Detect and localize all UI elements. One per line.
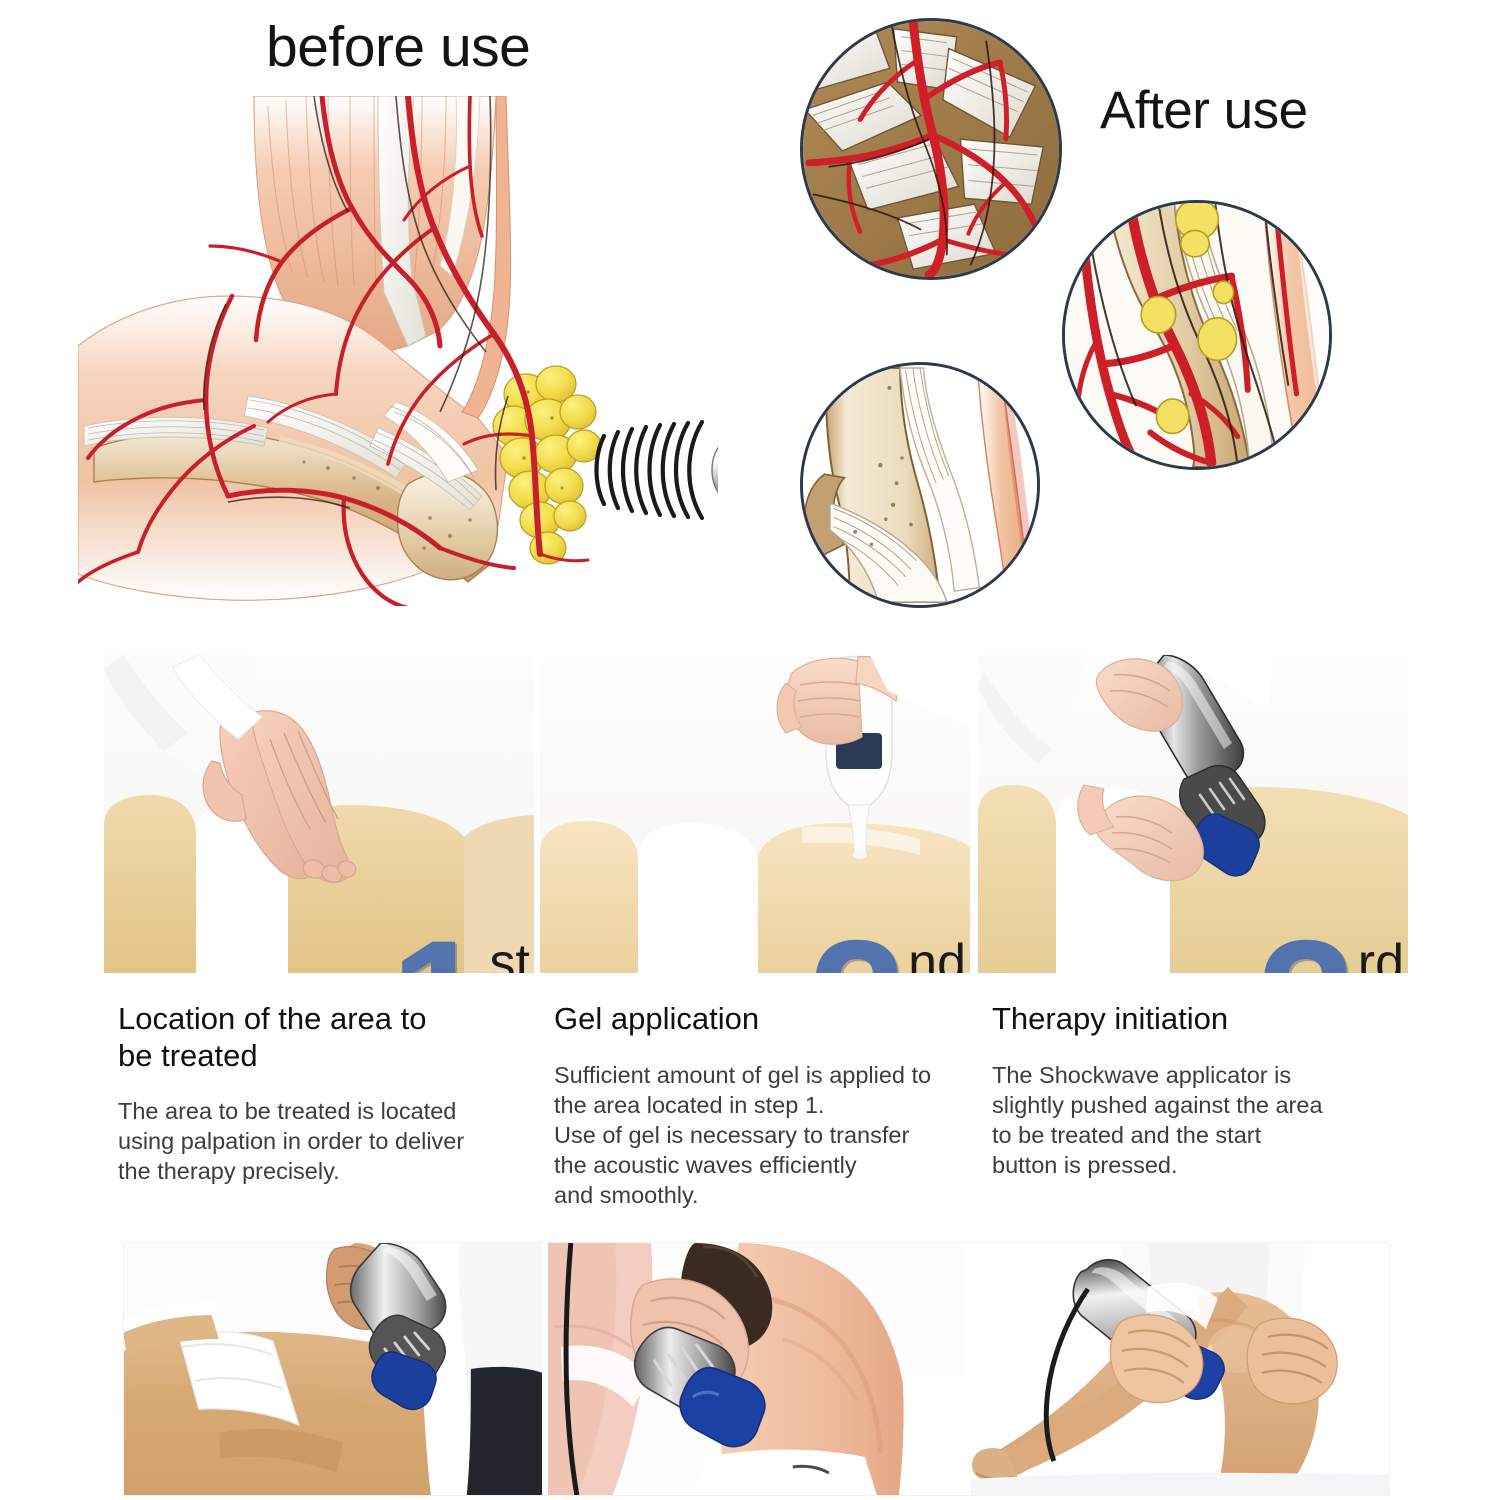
application-photo-knee: Shockwave applicator being used on a sea… bbox=[971, 1243, 1390, 1495]
step-2-title: Gel application bbox=[554, 1001, 760, 1036]
before-use-label: before use bbox=[266, 15, 531, 79]
after-use-label: After use bbox=[1100, 81, 1308, 140]
inset-vascular-tissue: Close-up of tendon fibers and red arteri… bbox=[800, 18, 1062, 280]
step-photo-gel: Hand squeezing a gel bottle over the pat… bbox=[540, 655, 970, 973]
shockwave-applicator-graphic bbox=[711, 446, 718, 494]
inset-deposits-remaining: Close-up showing vessels alongside bone … bbox=[1062, 200, 1332, 470]
step-2: Hand squeezing a gel bottle over the pat… bbox=[540, 655, 970, 1210]
application-photo-neck: Shockwave applicator being used on a pat… bbox=[547, 1243, 966, 1495]
application-examples-strip: Shockwave applicator being used on a pat… bbox=[124, 1243, 1390, 1495]
before-after-section: before use After use Cross-section illus… bbox=[0, 0, 1500, 650]
step-1-body: The area to be treated is located using … bbox=[118, 1098, 465, 1185]
step-1: Therapist's hands palpating a patient's … bbox=[104, 655, 534, 1186]
application-photo-lumbar: Shockwave applicator being used on a pat… bbox=[124, 1243, 542, 1495]
step-2-body: Sufficient amount of gel is applied to t… bbox=[554, 1061, 932, 1208]
inset-clear-bone: Close-up of clean bone and tendon with n… bbox=[800, 362, 1040, 608]
step-photo-therapy: Therapist pressing the shockwave applica… bbox=[978, 655, 1408, 973]
step-1-title: Location of the area to be treated bbox=[118, 1001, 427, 1073]
before-use-anatomy-illustration: Cross-section illustration of an elbow j… bbox=[78, 96, 718, 606]
step-photo-palpation: Therapist's hands palpating a patient's … bbox=[104, 655, 534, 973]
step-3-title: Therapy initiation bbox=[992, 1001, 1229, 1036]
step-3: Therapist pressing the shockwave applica… bbox=[978, 655, 1408, 1180]
step-3-body: The Shockwave applicator is slightly pus… bbox=[992, 1061, 1323, 1178]
treatment-steps-section: Therapist's hands palpating a patient's … bbox=[0, 655, 1500, 1225]
